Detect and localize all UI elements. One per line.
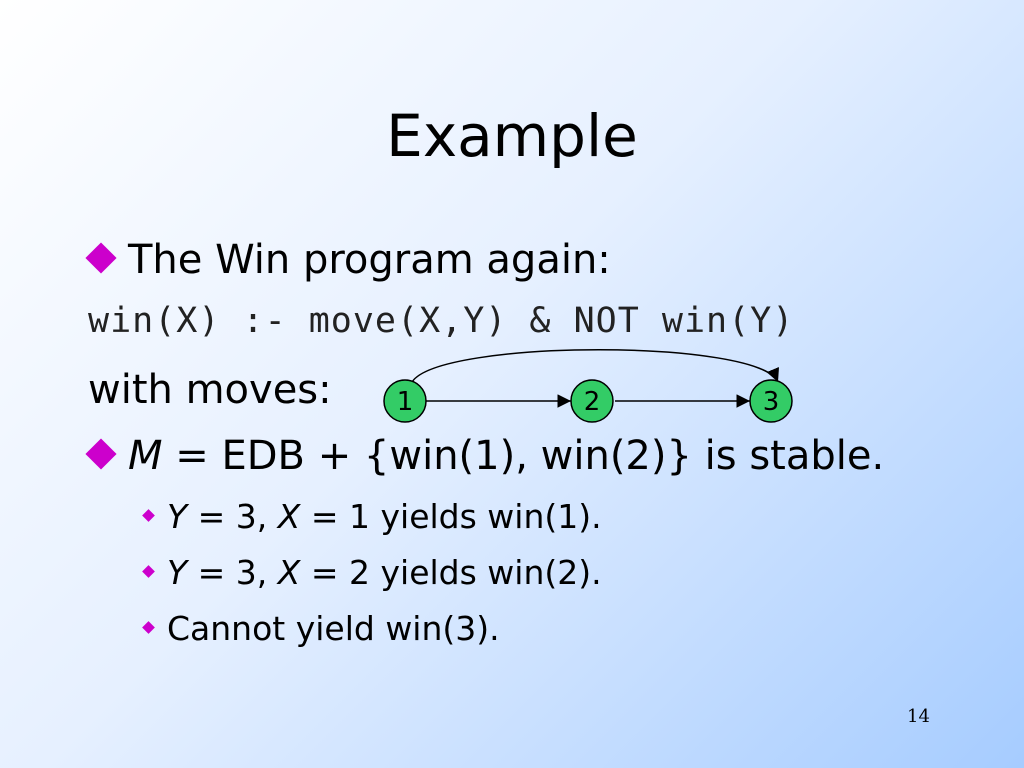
model-variable: M	[128, 433, 163, 479]
edge-1-3	[411, 349, 779, 383]
graph-node-3: 3	[749, 379, 793, 423]
diamond-bullet-icon	[85, 242, 117, 274]
bullet-stable-model: M = EDB + {win(1), win(2)} is stable.	[80, 432, 884, 480]
slide-number: 14	[907, 706, 930, 727]
diamond-bullet-icon	[85, 438, 117, 470]
var-x: X	[277, 497, 301, 536]
small-diamond-bullet-icon	[142, 621, 155, 634]
sub-bullet-3: Cannot yield win(3).	[140, 609, 500, 649]
moves-graph: 1 2 3	[383, 349, 793, 423]
var-x: X	[277, 553, 301, 592]
sub-bullet-1: Y = 3, X = 1 yields win(1).	[140, 497, 602, 537]
bullet-text: = EDB + {win(1), win(2)} is stable.	[162, 433, 885, 479]
text: = 1 yields win(1).	[300, 497, 602, 536]
moves-label: with moves:	[88, 367, 332, 413]
text: = 3,	[187, 553, 278, 592]
var-y: Y	[167, 497, 188, 536]
slide-title: Example	[386, 102, 638, 170]
bullet-text: The Win program again:	[128, 237, 611, 283]
text: Cannot yield win(3).	[167, 609, 500, 648]
graph-node-label: 2	[584, 387, 601, 417]
graph-node-1: 1	[383, 379, 427, 423]
graph-node-label: 3	[763, 387, 780, 417]
bullet-win-program: The Win program again:	[80, 236, 611, 284]
var-y: Y	[167, 553, 188, 592]
text: = 3,	[187, 497, 278, 536]
small-diamond-bullet-icon	[142, 509, 155, 522]
small-diamond-bullet-icon	[142, 565, 155, 578]
sub-bullet-2: Y = 3, X = 2 yields win(2).	[140, 553, 602, 593]
graph-node-2: 2	[570, 379, 614, 423]
win-rule-code: win(X) :- move(X,Y) & NOT win(Y)	[88, 301, 795, 341]
text: = 2 yields win(2).	[300, 553, 602, 592]
graph-node-label: 1	[397, 387, 414, 417]
